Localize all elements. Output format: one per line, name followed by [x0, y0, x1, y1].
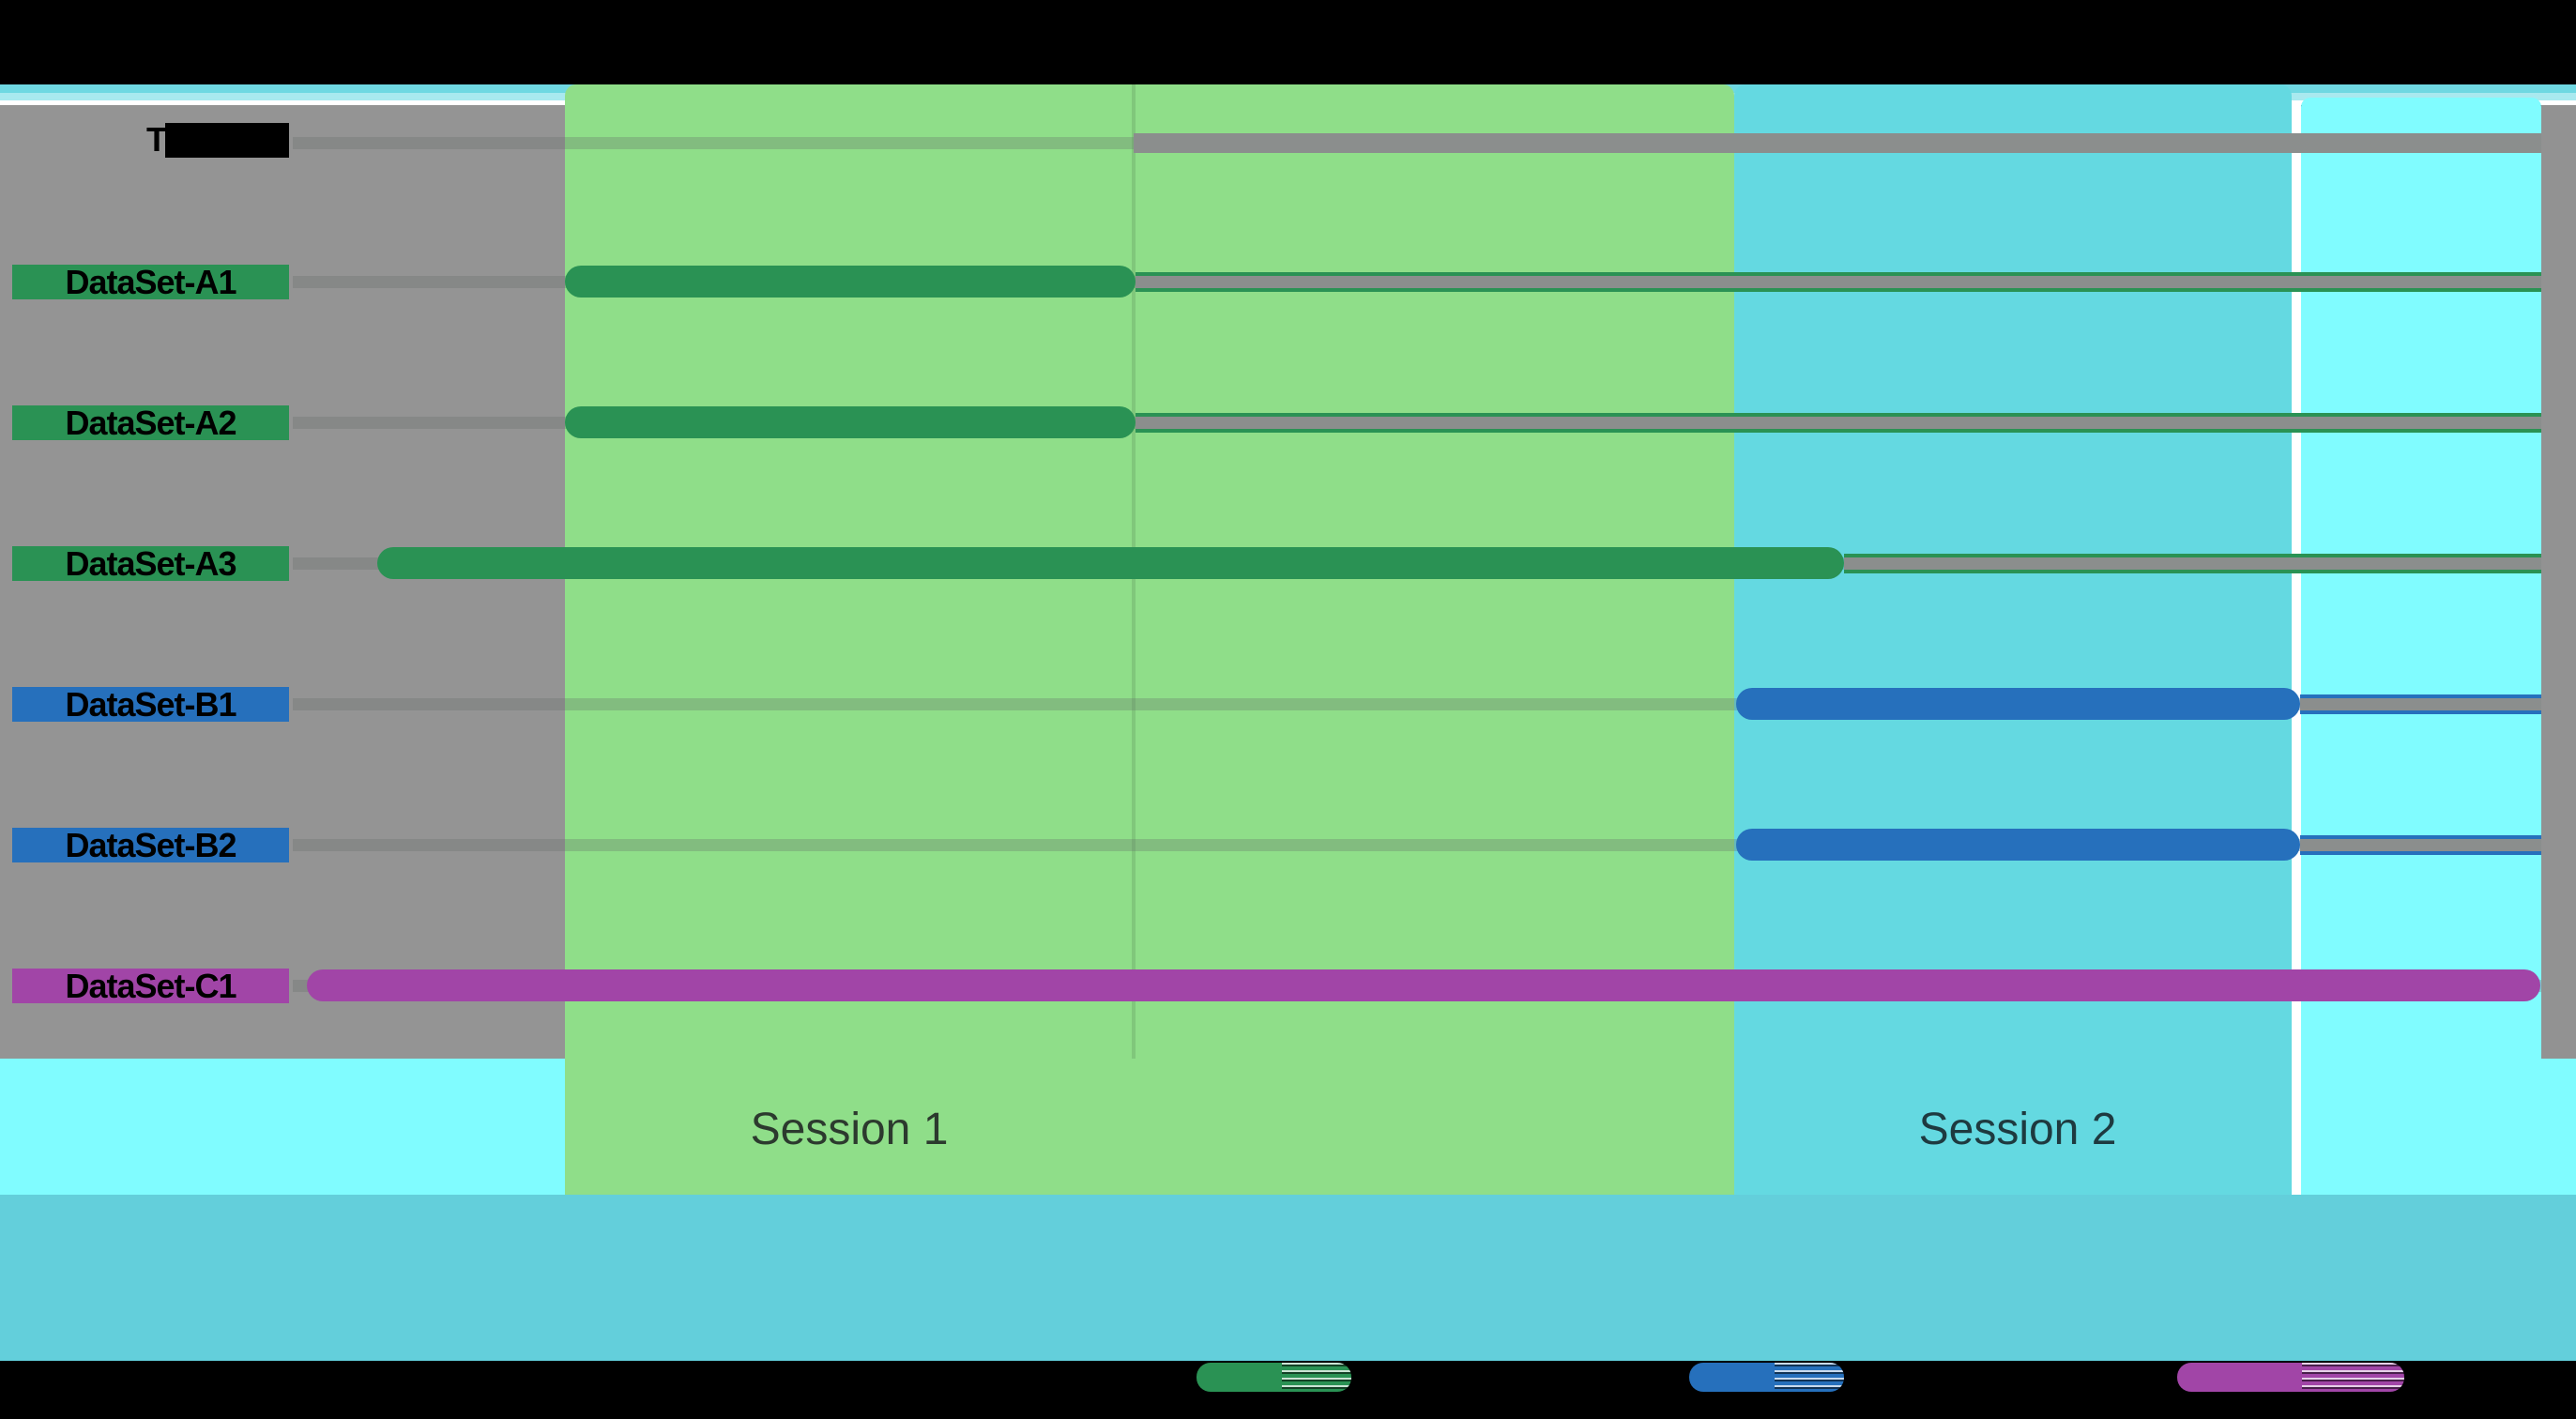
task-label-text: DataSet-A2 — [65, 403, 236, 442]
task-label-text: DataSet-A1 — [65, 262, 236, 301]
task-label-badge: DataSet-A3 — [12, 543, 289, 583]
row-tail-gridline-core — [2300, 839, 2541, 851]
task-label-text: DataSet-C1 — [65, 966, 236, 1005]
session2-band — [1734, 84, 2292, 1195]
task-header-black-box — [165, 123, 289, 158]
right-gray-margin — [2541, 105, 2576, 1059]
plot-gray-background — [293, 105, 565, 1059]
row-tail — [2300, 835, 2541, 855]
task-bar — [1736, 829, 2300, 861]
row-tail-gridline-core — [1136, 417, 2541, 429]
task-bar — [565, 266, 1136, 298]
task-label-badge: DataSet-A1 — [12, 262, 289, 301]
task-label-text: DataSet-B2 — [65, 825, 236, 864]
session2-label: Session 2 — [1918, 1105, 2117, 1154]
task-bar — [377, 547, 1844, 579]
task-label-badge: DataSet-B1 — [12, 684, 289, 724]
session1-label: Session 1 — [750, 1105, 949, 1154]
bottom-teal-band — [0, 1195, 2576, 1361]
row-tail-gridline-core — [1136, 276, 2541, 288]
row-tail-gridline-core — [1134, 137, 2541, 149]
task-bar — [565, 406, 1136, 438]
legend-swatch — [1689, 1363, 1844, 1392]
row-tail — [2300, 694, 2541, 714]
row-tail — [1134, 133, 2541, 153]
task-bar — [307, 969, 2540, 1001]
row-tail — [1136, 272, 2541, 292]
row-tail-gridline-core — [2300, 698, 2541, 710]
task-label-column — [0, 105, 293, 1059]
task-label-badge: DataSet-A2 — [12, 403, 289, 442]
bottom-right-cyan-area — [2541, 1059, 2576, 1195]
task-bar — [1736, 688, 2300, 720]
legend-swatch — [2177, 1363, 2404, 1392]
task-column-header-letter: T — [146, 120, 167, 159]
row-tail-gridline-core — [1844, 557, 2541, 570]
bottom-left-cyan-area — [0, 1059, 565, 1195]
row-tail — [1844, 554, 2541, 573]
task-label-text: DataSet-A3 — [65, 543, 236, 583]
task-label-text: DataSet-B1 — [65, 684, 236, 724]
task-label-badge: DataSet-C1 — [12, 966, 289, 1005]
band-white-gap — [2292, 105, 2301, 1195]
task-label-badge: DataSet-B2 — [12, 825, 289, 864]
session1-band — [565, 84, 1734, 1195]
row-gridline — [293, 137, 1134, 149]
legend-swatch — [1197, 1363, 1351, 1392]
right-bright-cyan-band — [2301, 98, 2541, 1195]
row-tail — [1136, 413, 2541, 433]
